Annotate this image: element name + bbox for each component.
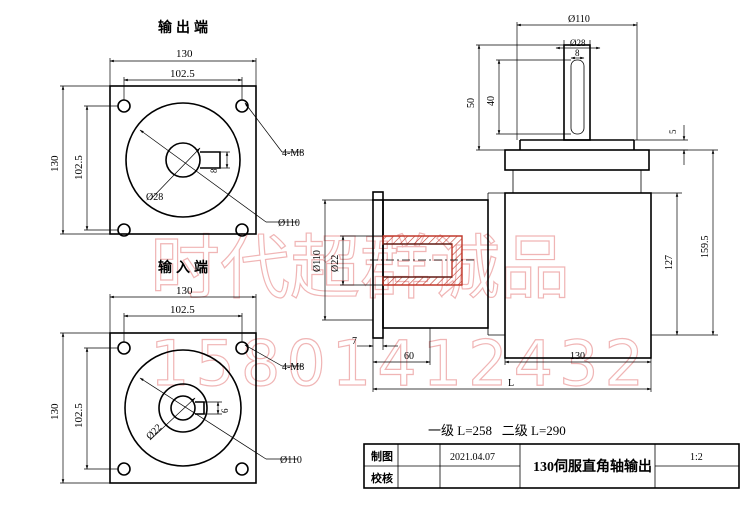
input-flange <box>109 332 257 484</box>
dim-output-102-5: 102.5 <box>170 68 195 80</box>
title-check-label: 校核 <box>371 471 393 485</box>
dim-side-phi110-left: Ø110 <box>312 250 323 272</box>
dim-input-102-5-v: 102.5 <box>73 403 85 428</box>
output-bolt-hole <box>235 99 249 113</box>
title-part-name: 130伺服直角轴输出 <box>533 458 652 475</box>
output-end-view: 输出端 130 102.5 130 102.5 4-M8 Ø28 8 <box>49 19 304 237</box>
dim-output-phi110: Ø110 <box>278 218 300 229</box>
side-input-flange <box>372 191 384 339</box>
input-pilot-circle <box>124 349 242 467</box>
dim-side-60: 60 <box>404 351 414 362</box>
title-block: 制图 校核 2021.04.07 130伺服直角轴输出 1:2 <box>363 443 740 489</box>
side-main-housing <box>504 192 652 359</box>
output-bolt-hole <box>235 223 249 237</box>
output-flange <box>109 85 257 235</box>
lengths-note: 一级 L=258 二级 L=290 <box>428 423 566 438</box>
dim-side-phi28: Ø28 <box>570 38 586 48</box>
dim-input-phi110: Ø110 <box>280 455 302 466</box>
dim-side-130: 130 <box>570 351 585 362</box>
dim-input-4m8: 4-M8 <box>282 362 304 373</box>
side-view: Ø110 Ø28 8 50 40 5 159.5 127 Ø110 <box>312 14 718 392</box>
side-top-flange <box>504 149 650 171</box>
side-output-shaft <box>563 44 591 141</box>
output-end-title: 输出端 <box>158 19 212 36</box>
dim-output-130: 130 <box>176 48 193 60</box>
dim-input-6: 6 <box>220 408 230 413</box>
side-shaft-key-slot <box>570 59 585 135</box>
output-shaft-circle <box>165 142 201 178</box>
input-bolt-hole <box>117 341 131 355</box>
input-bolt-hole <box>117 462 131 476</box>
dim-input-130-v: 130 <box>49 403 61 420</box>
input-bolt-hole <box>235 462 249 476</box>
dim-side-L: L <box>508 378 514 389</box>
title-date: 2021.04.07 <box>450 452 495 463</box>
dim-output-8: 8 <box>209 168 219 173</box>
dim-side-phi22: Ø22 <box>330 255 341 272</box>
output-keyway <box>200 151 221 169</box>
dim-side-phi110-top: Ø110 <box>568 14 590 25</box>
title-scale: 1:2 <box>690 452 703 463</box>
input-keyway <box>195 401 205 415</box>
input-end-view: 输入端 130 102.5 130 102.5 4-M8 Ø22 <box>49 259 304 484</box>
input-end-title: 输入端 <box>158 259 212 276</box>
dim-input-phi22: Ø22 <box>144 422 164 442</box>
dim-side-50: 50 <box>466 98 477 108</box>
dim-output-102-5-v: 102.5 <box>73 155 85 180</box>
output-pilot-circle <box>125 102 241 218</box>
dim-side-5: 5 <box>668 129 678 134</box>
dim-output-4m8: 4-M8 <box>282 148 304 159</box>
input-hatched-ring <box>158 383 208 433</box>
watermark: 时代超群诚品 15801412432 <box>149 226 644 400</box>
title-made-label: 制图 <box>371 449 393 463</box>
output-bolt-hole <box>117 99 131 113</box>
dim-side-7: 7 <box>352 336 357 347</box>
dim-side-127: 127 <box>664 255 675 270</box>
dim-side-40: 40 <box>486 96 497 106</box>
dim-side-8: 8 <box>575 48 580 58</box>
dim-output-130-v: 130 <box>49 155 61 172</box>
watermark-company: 时代超群诚品 <box>150 227 570 309</box>
dim-output-phi28: Ø28 <box>146 192 163 203</box>
dim-input-130: 130 <box>176 285 193 297</box>
dim-input-102-5: 102.5 <box>170 304 195 316</box>
input-bore-circle <box>170 395 196 421</box>
dim-side-159-5: 159.5 <box>700 236 711 259</box>
